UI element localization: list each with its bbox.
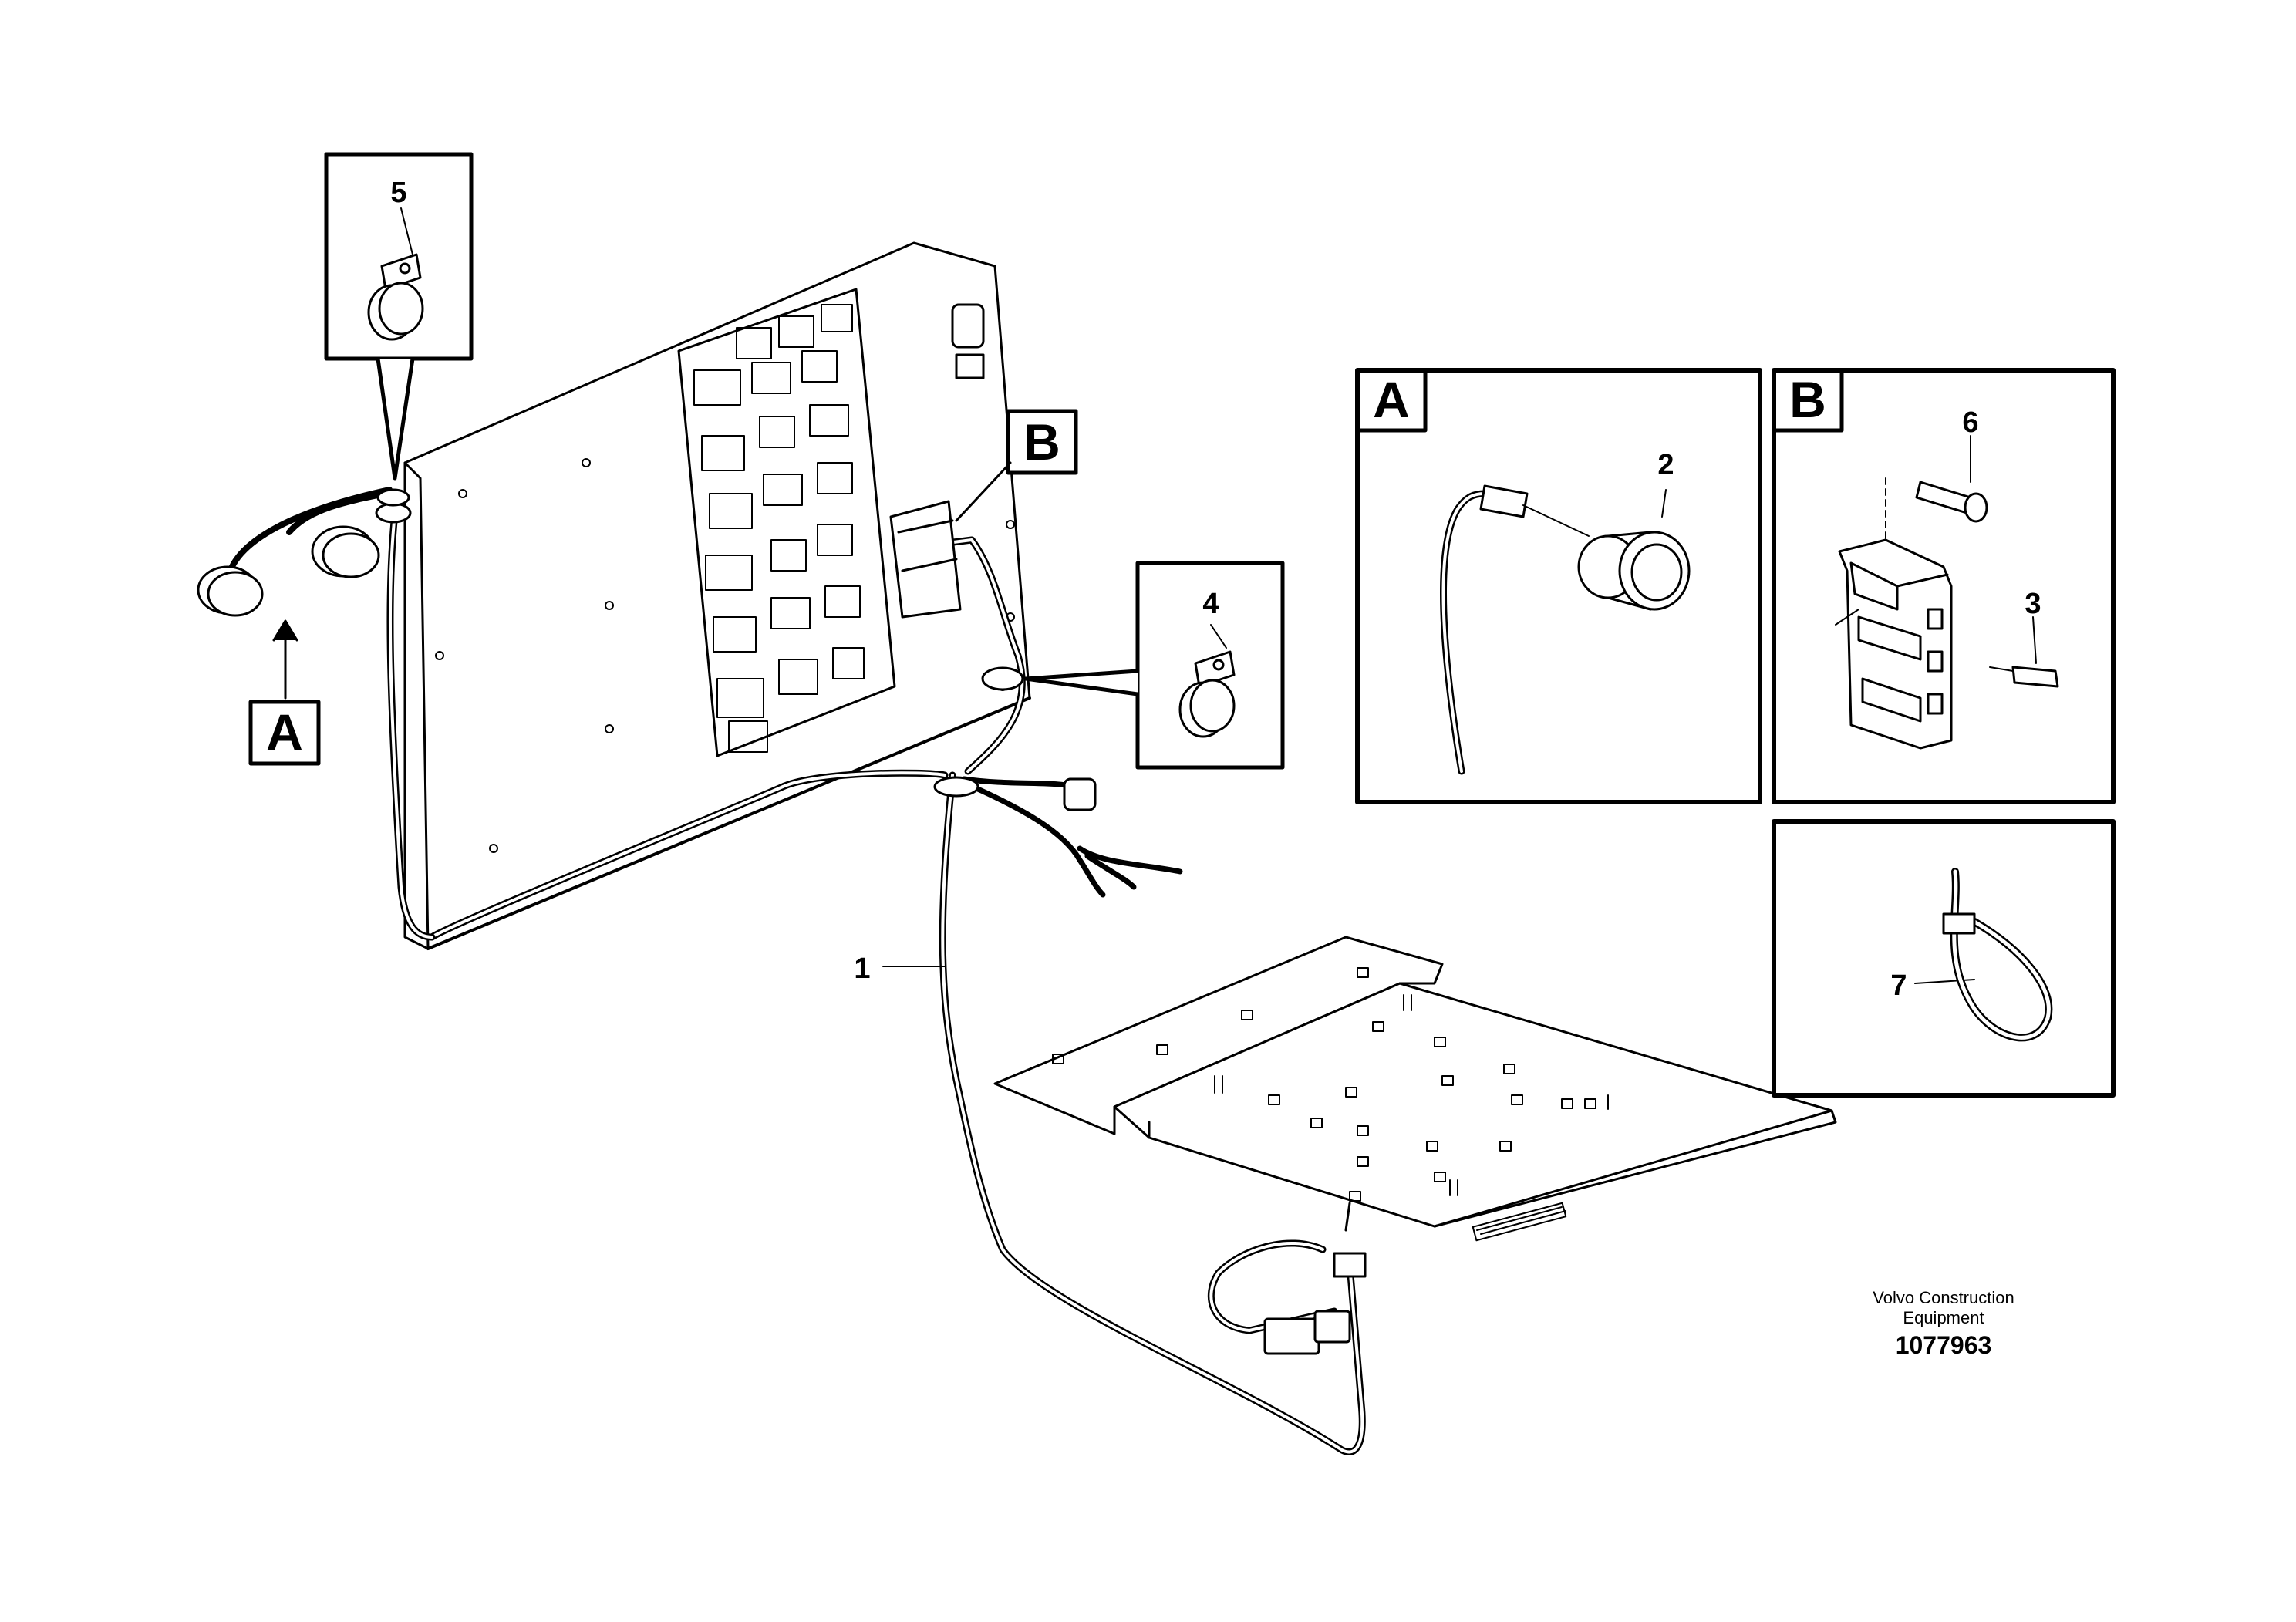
drawing-credit: Volvo Construction Equipment 1077963 bbox=[1836, 1288, 2052, 1360]
wiring-harness bbox=[386, 490, 1367, 1455]
socket-icon bbox=[1577, 531, 1691, 611]
electrical-distribution-box bbox=[403, 241, 1031, 950]
view-marker-b bbox=[955, 409, 1078, 522]
view-marker-a bbox=[248, 619, 321, 766]
detail-view-cable-tie bbox=[1772, 819, 2116, 1098]
callout-5: 5 bbox=[390, 177, 406, 209]
callout-1: 1 bbox=[854, 953, 870, 985]
fuse-icon bbox=[2011, 666, 2059, 688]
detail-view-a bbox=[1355, 368, 1762, 804]
screw-icon bbox=[1915, 481, 1988, 523]
callout-box-4 bbox=[981, 561, 1285, 770]
control-unit-plate bbox=[993, 936, 1837, 1242]
clamp-icon bbox=[1178, 650, 1236, 738]
socket-pair bbox=[197, 487, 412, 617]
clamp-icon bbox=[367, 253, 424, 341]
drawing-number: 1077963 bbox=[1895, 1331, 1992, 1359]
callout-box-5 bbox=[324, 152, 474, 481]
view-label-b-detail: B bbox=[1789, 371, 1826, 428]
detail-view-b bbox=[1772, 368, 2116, 804]
plate-nuts bbox=[1052, 967, 1596, 1202]
callout-6: 6 bbox=[1962, 406, 1978, 439]
view-label-b-main: B bbox=[1023, 413, 1060, 470]
callout-4: 4 bbox=[1202, 588, 1219, 620]
relay-blocks bbox=[693, 304, 865, 753]
view-label-a-detail: A bbox=[1373, 371, 1410, 428]
cable-tie-icon bbox=[1942, 868, 2053, 1042]
callout-2: 2 bbox=[1657, 449, 1674, 481]
callout-3: 3 bbox=[2025, 588, 2041, 620]
callout-7: 7 bbox=[1890, 969, 1907, 1002]
manufacturer-name: Volvo Construction Equipment bbox=[1873, 1288, 2014, 1327]
view-label-a-main: A bbox=[266, 703, 303, 760]
fuse-holder-icon bbox=[1838, 538, 1953, 750]
